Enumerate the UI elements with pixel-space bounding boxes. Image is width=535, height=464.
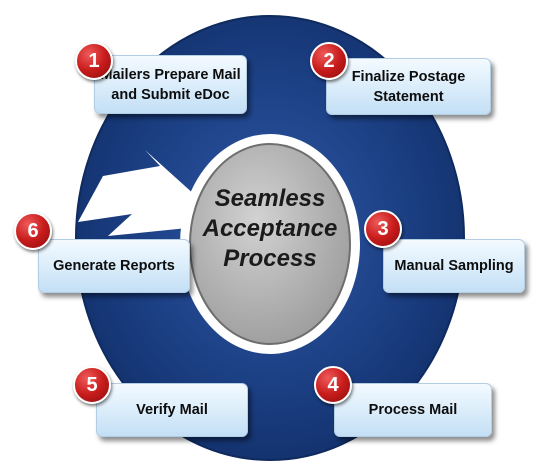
center-circle xyxy=(189,143,351,345)
step-1-label-line-1: Mailers Prepare Mail xyxy=(100,66,241,83)
step-5-box: Verify Mail xyxy=(96,383,248,437)
step-1-box: Mailers Prepare Mail and Submit eDoc xyxy=(94,55,247,114)
step-2-label-line-1: Finalize Postage xyxy=(351,68,466,85)
step-4-badge: 4 xyxy=(314,366,352,404)
step-4-box: Process Mail xyxy=(334,383,492,437)
step-5-badge: 5 xyxy=(73,366,111,404)
step-3-number: 3 xyxy=(377,217,389,240)
center-line-3: Process xyxy=(223,245,317,272)
step-6-box: Generate Reports xyxy=(38,239,190,293)
step-4-label: Process Mail xyxy=(368,402,458,418)
step-2-label-line-2: Statement xyxy=(373,88,444,105)
step-2-badge: 2 xyxy=(310,42,348,80)
step-3-label: Manual Sampling xyxy=(394,258,514,274)
step-2-box: Finalize Postage Statement xyxy=(326,58,491,115)
step-6-number: 6 xyxy=(27,219,39,242)
step-5-label: Verify Mail xyxy=(136,402,208,418)
step-1-label-line-2: and Submit eDoc xyxy=(111,86,230,103)
center-line-1: Seamless xyxy=(214,185,326,212)
step-6-label: Generate Reports xyxy=(53,258,175,274)
step-1-number: 1 xyxy=(88,49,100,72)
center-title: Seamless Acceptance Process xyxy=(195,184,345,274)
step-2-number: 2 xyxy=(323,49,335,72)
step-1-badge: 1 xyxy=(75,42,113,80)
step-5-number: 5 xyxy=(86,373,98,396)
center-line-2: Acceptance xyxy=(202,215,338,242)
step-3-box: Manual Sampling xyxy=(383,239,525,293)
step-4-number: 4 xyxy=(327,373,339,396)
step-6-badge: 6 xyxy=(14,212,52,250)
step-3-badge: 3 xyxy=(364,210,402,248)
